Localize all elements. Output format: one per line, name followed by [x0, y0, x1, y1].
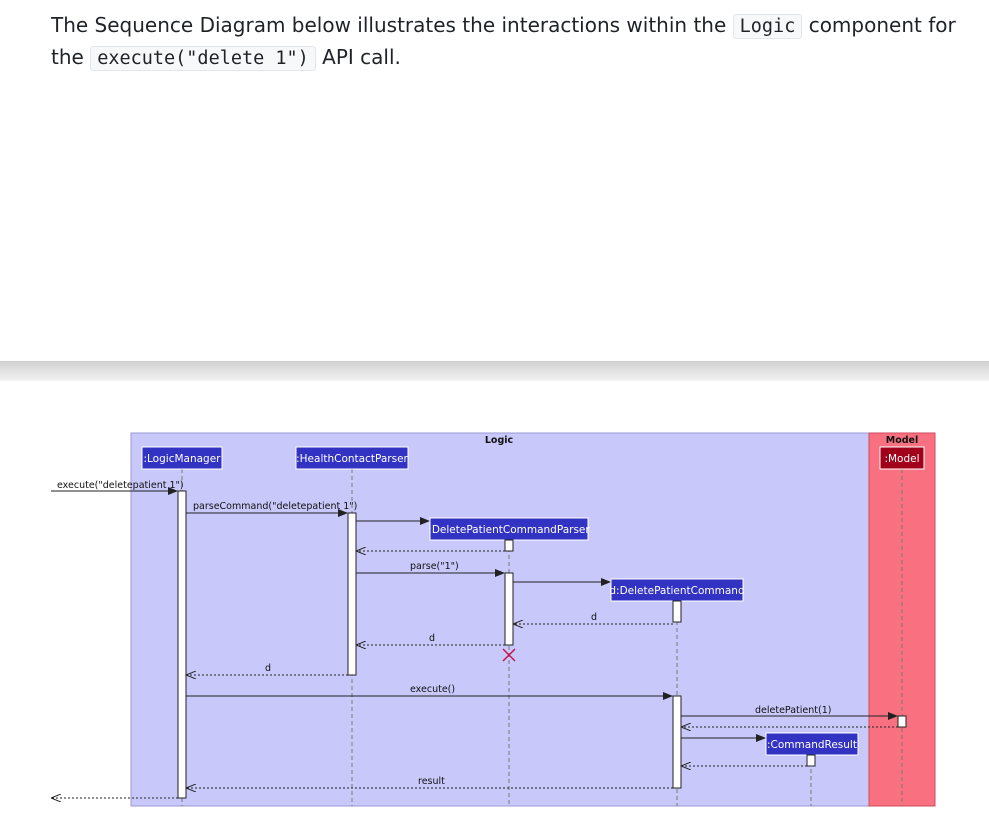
inline-code-logic: Logic — [732, 14, 803, 39]
participant-parser — [295, 446, 409, 470]
return-d-from-parser-label: d — [429, 633, 435, 644]
return-d-from-command-label: d — [591, 612, 597, 623]
participant-model — [879, 446, 925, 470]
msg-execute-label: execute() — [410, 684, 455, 695]
participant-model-label: :Model — [884, 453, 919, 465]
activation-command-parser-parse — [504, 572, 514, 646]
logic-frame-label: Logic — [485, 435, 513, 446]
participant-parser-label: :HealthContactParser — [296, 453, 408, 465]
msg-parse-command-label: parseCommand("deletepatient 1") — [193, 501, 357, 512]
activation-model — [897, 715, 907, 728]
msg-delete-patient-label: deletePatient(1) — [755, 705, 831, 716]
activation-parser — [347, 512, 357, 676]
activation-command-parser-create — [504, 539, 514, 552]
divider-bar — [0, 361, 989, 381]
activation-command-execute — [672, 695, 682, 789]
intro-paragraph: The Sequence Diagram below illustrates t… — [51, 10, 971, 74]
participant-command-parser-label: :DeletePatientCommandParser — [428, 524, 590, 536]
model-frame-label: Model — [886, 435, 918, 446]
intro-text-1: The Sequence Diagram below illustrates t… — [51, 13, 727, 37]
destroy-mark — [502, 648, 516, 662]
inline-code-execute: execute("delete 1") — [90, 46, 316, 71]
participant-logic-manager-label: :LogicManager — [143, 453, 221, 465]
msg-parse-label: parse("1") — [410, 561, 459, 572]
participant-command-label: d:DeletePatientCommand — [609, 585, 744, 597]
logic-frame — [130, 432, 870, 807]
participant-command-result-label: :CommandResult — [767, 739, 857, 751]
msg-execute-in-label: execute("deletepatient 1") — [57, 480, 184, 491]
participant-logic-manager — [141, 446, 223, 470]
return-d-to-manager-label: d — [265, 663, 271, 674]
activation-logic-manager — [177, 490, 187, 799]
intro-text-2: component for the — [51, 13, 956, 69]
activation-command-result — [806, 754, 816, 767]
return-result-label: result — [418, 776, 445, 787]
activation-command-create — [672, 600, 682, 623]
intro-text-3: API call. — [322, 45, 401, 69]
